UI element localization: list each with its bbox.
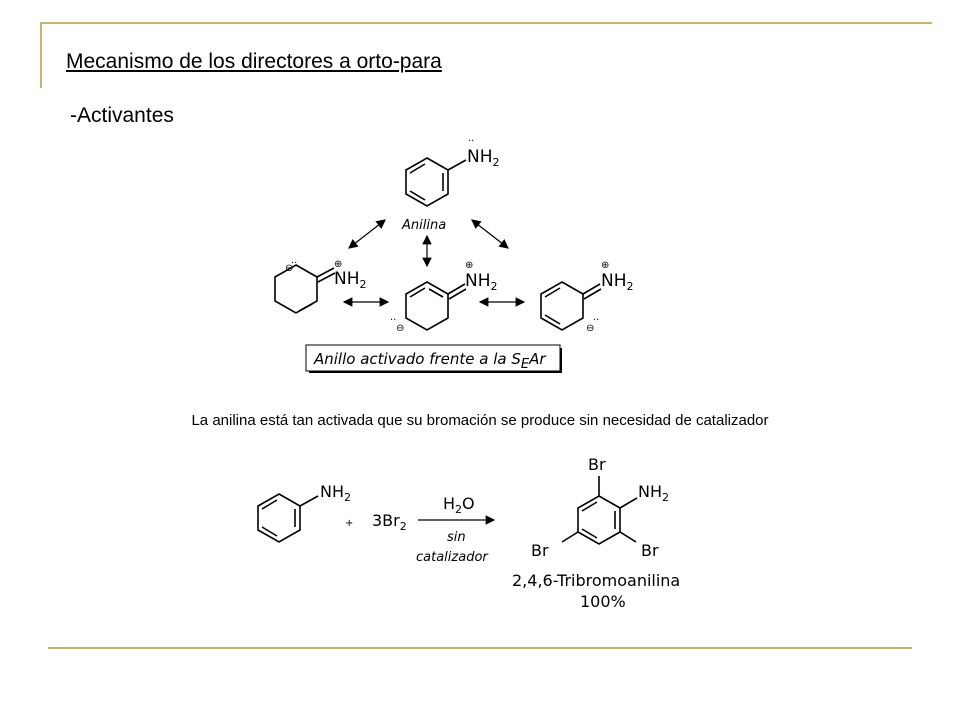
lone-pair: ·· [593,315,599,326]
reactant-nh2: NH2 [320,482,351,504]
minus-charge: ⊖ [586,323,594,334]
plus-sign: + [345,518,353,529]
plus-charge: ⊕ [601,260,609,271]
plus-charge: ⊕ [465,260,473,271]
svg-text:H2O: H2O [443,494,475,516]
aniline-label: Anilina [401,218,446,233]
reactant-aniline: NH2 [257,482,351,543]
resonance-form-para: NH2 ⊕ ⊖ ·· [390,260,498,334]
slide-caption: La anilina está tan activada que su brom… [191,412,769,429]
br-right: Br [641,541,659,560]
nh2-group: NH2 [465,271,498,293]
product-nh2: NH2 [638,482,669,504]
lone-pair: ·· [468,136,474,147]
slide-title: Mecanismo de los directores a orto-para [66,50,442,73]
reagent-br2: 3Br2 [372,511,407,533]
resonance-arrows [342,219,526,307]
resonance-form-ortho-left: NH2 ⊕ ⊖ ·· [274,258,367,314]
minus-charge: ⊖ [285,263,293,274]
condition-catalizador: catalizador [416,550,489,565]
plus-charge: ⊕ [334,259,342,270]
condition-sin: sin [447,530,466,545]
lone-pair: ·· [291,258,297,269]
product-name: 2,4,6-Tribromoanilina [512,571,680,590]
br-left: Br [531,541,549,560]
aniline-structure: NH2 ·· Anilina [401,136,500,233]
reaction-arrow: H2O sin catalizador [416,494,496,565]
resonance-form-ortho-right: NH2 ⊕ ⊖ ·· [540,260,634,334]
lone-pair: ·· [390,315,396,326]
top-rule [40,22,932,24]
slide-subtitle: -Activantes [70,104,174,127]
svg-text:Anillo activado frente a la SE: Anillo activado frente a la SEAr [313,350,546,372]
product-yield: 100% [580,592,626,611]
nh2-group: NH2 [334,269,367,291]
nh2-group: NH2 [601,271,634,293]
left-rule [40,22,42,88]
nh2-group: NH2 [467,147,500,169]
bottom-rule [48,647,912,649]
br-top: Br [588,455,606,474]
product-tribromoaniline: Br NH2 Br Br 2,4,6-Tribromoanilina 100% [512,455,680,611]
minus-charge: ⊖ [396,323,404,334]
activated-ring-box: Anillo activado frente a la SEAr [305,344,562,373]
